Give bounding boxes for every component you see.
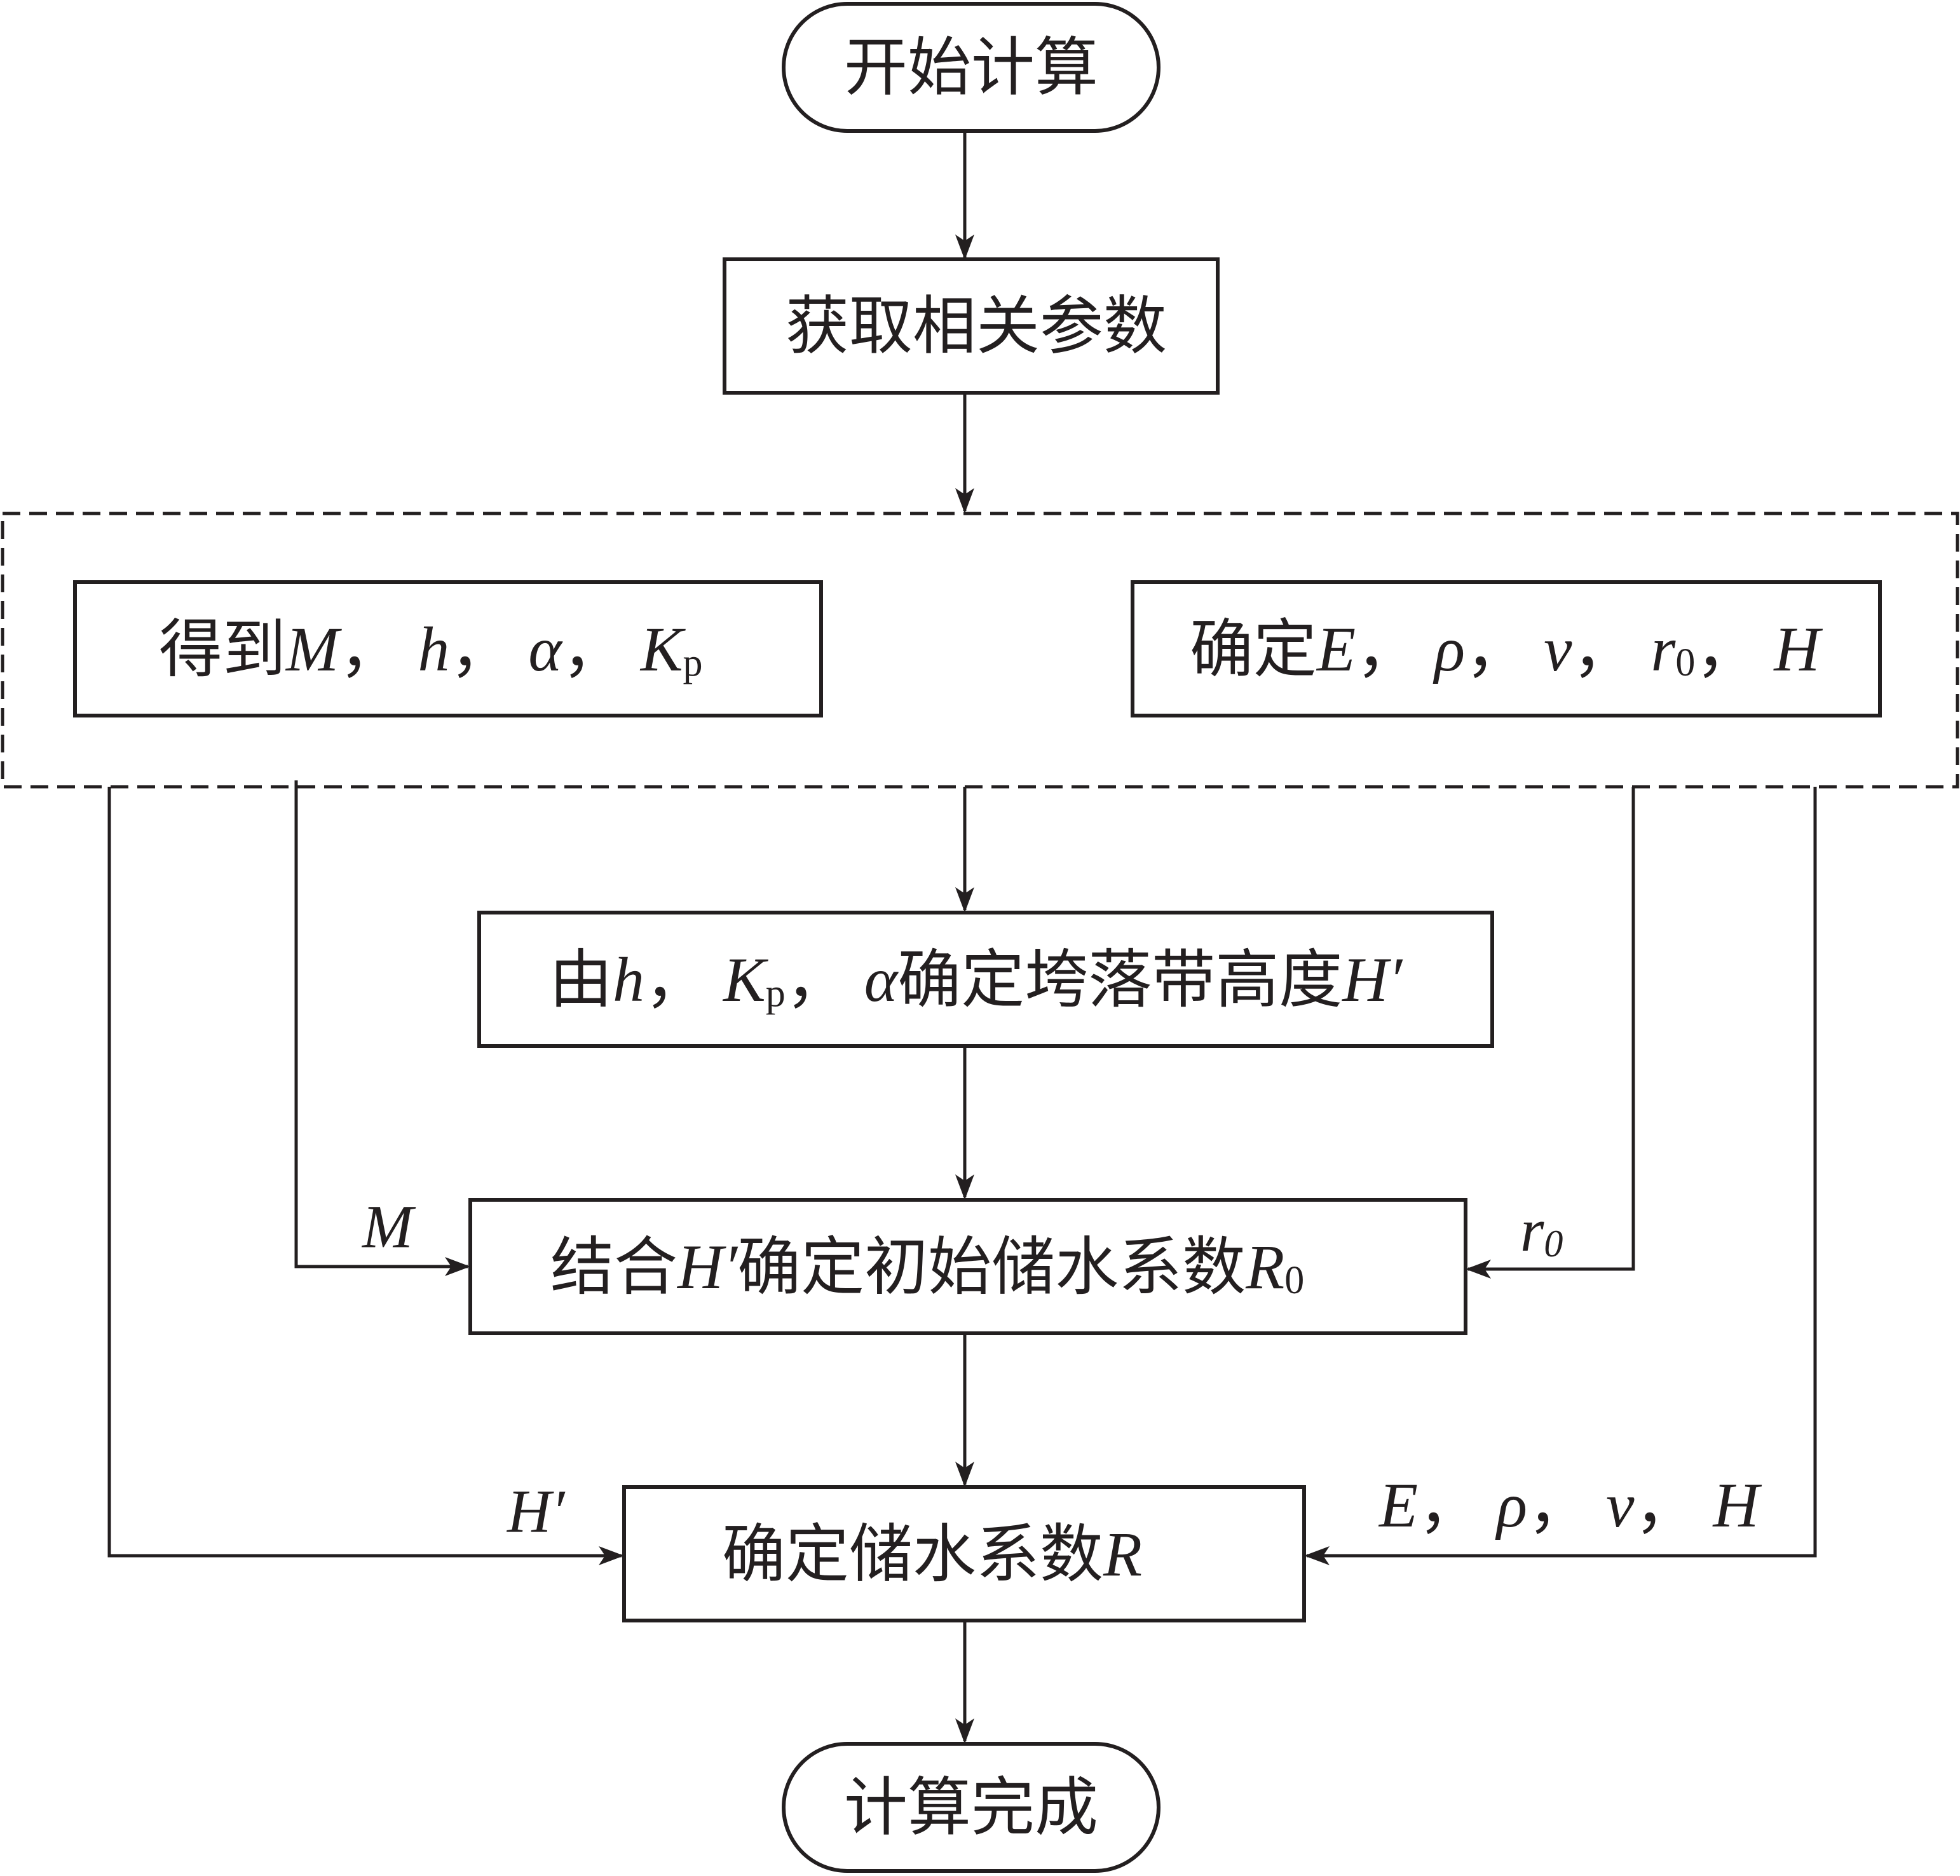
label-r0: r0 [1520, 1196, 1563, 1265]
parameter-group-frame [1, 512, 1959, 789]
label-h-prime: H′ [506, 1478, 566, 1546]
left-params-text: 得到M，h，α，Kp [159, 612, 703, 686]
connector-m-to-r0 [294, 780, 470, 1276]
connector-r0-to-r0box [1466, 787, 1635, 1279]
start-node: 开始计算 [782, 2, 1160, 133]
connector-e-group-to-r [1304, 787, 1817, 1565]
end-label: 计算完成 [844, 1771, 1098, 1845]
label-e-group: E，ρ，v，H [1378, 1468, 1762, 1542]
storage-coefficient-text: 确定储水系数R [722, 1517, 1142, 1591]
get-params-label: 获取相关参数 [786, 289, 1167, 364]
right-params-text: 确定E，ρ，v，r0，H [1190, 612, 1823, 686]
caving-height-text: 由h，Kp，α确定垮落带高度H′ [549, 942, 1403, 1017]
caving-height-node: 由h，Kp，α确定垮落带高度H′ [477, 911, 1494, 1048]
end-node: 计算完成 [782, 1742, 1160, 1873]
right-params-node: 确定E，ρ，v，r0，H [1131, 580, 1882, 717]
left-params-node: 得到M，h，α，Kp [73, 580, 823, 717]
get-params-node: 获取相关参数 [723, 257, 1220, 395]
storage-coefficient-node: 确定储水系数R [622, 1485, 1306, 1622]
start-label: 开始计算 [844, 31, 1098, 105]
initial-coefficient-node: 结合H′确定初始储水系数R0 [468, 1198, 1467, 1335]
label-m: M [361, 1193, 416, 1261]
connector-hprime-to-r [107, 787, 624, 1565]
initial-coefficient-text: 结合H′确定初始储水系数R0 [550, 1230, 1304, 1304]
